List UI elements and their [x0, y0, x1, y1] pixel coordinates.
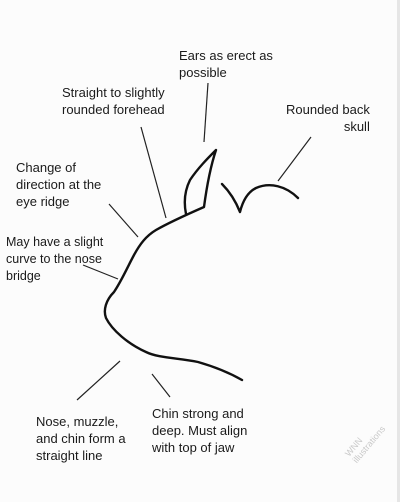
chin-label-line: Chin strong and — [152, 406, 244, 421]
direction-pointer-line — [108, 203, 139, 238]
back-skull-label-line: skull — [343, 119, 370, 134]
back-skull-label-line: Rounded back — [286, 102, 370, 117]
chin-label-line: with top of jaw — [152, 440, 235, 455]
forehead-label-line: Straight to slightly — [62, 85, 165, 100]
page-edge — [397, 0, 400, 502]
cat-ear-and-skull-line — [220, 182, 300, 214]
ears-label-line: possible — [179, 65, 227, 80]
nose-bridge-label-line: May have a slight — [6, 235, 104, 249]
chin-pointer-line — [151, 373, 171, 398]
nose-pointer-line — [76, 360, 121, 401]
ears-label: Ears as erect as possible — [179, 47, 273, 81]
back-skull-pointer-line — [277, 136, 312, 182]
ears-label-line: Ears as erect as — [179, 48, 273, 63]
nose-bridge-label-line: bridge — [6, 269, 41, 283]
forehead-label: Straight to slightly rounded forehead — [62, 84, 165, 118]
nose-muzzle-chin-label-line: Nose, muzzle, — [36, 414, 119, 429]
ears-pointer-line — [203, 82, 209, 143]
eye-ridge-label-line: direction at the — [16, 177, 102, 192]
nose-bridge-label: May have a slight curve to the nose brid… — [6, 234, 103, 285]
nose-muzzle-chin-label-line: and chin form a — [36, 431, 126, 446]
cat-head-silhouette — [103, 148, 244, 382]
nose-bridge-label-line: curve to the nose — [6, 252, 102, 266]
nose-muzzle-chin-label: Nose, muzzle, and chin form a straight l… — [36, 413, 126, 464]
chin-label: Chin strong and deep. Must align with to… — [152, 405, 247, 456]
forehead-pointer-line — [140, 126, 167, 219]
forehead-label-line: rounded forehead — [62, 102, 165, 117]
nose-bridge-pointer-line — [82, 264, 119, 280]
eye-ridge-label: Change of direction at the eye ridge — [16, 159, 101, 210]
eye-ridge-label-line: Change of — [16, 160, 76, 175]
nose-muzzle-chin-label-line: straight line — [36, 448, 103, 463]
back-skull-label: Rounded back skull — [286, 101, 370, 135]
eye-ridge-label-line: eye ridge — [16, 194, 70, 209]
chin-label-line: deep. Must align — [152, 423, 248, 438]
